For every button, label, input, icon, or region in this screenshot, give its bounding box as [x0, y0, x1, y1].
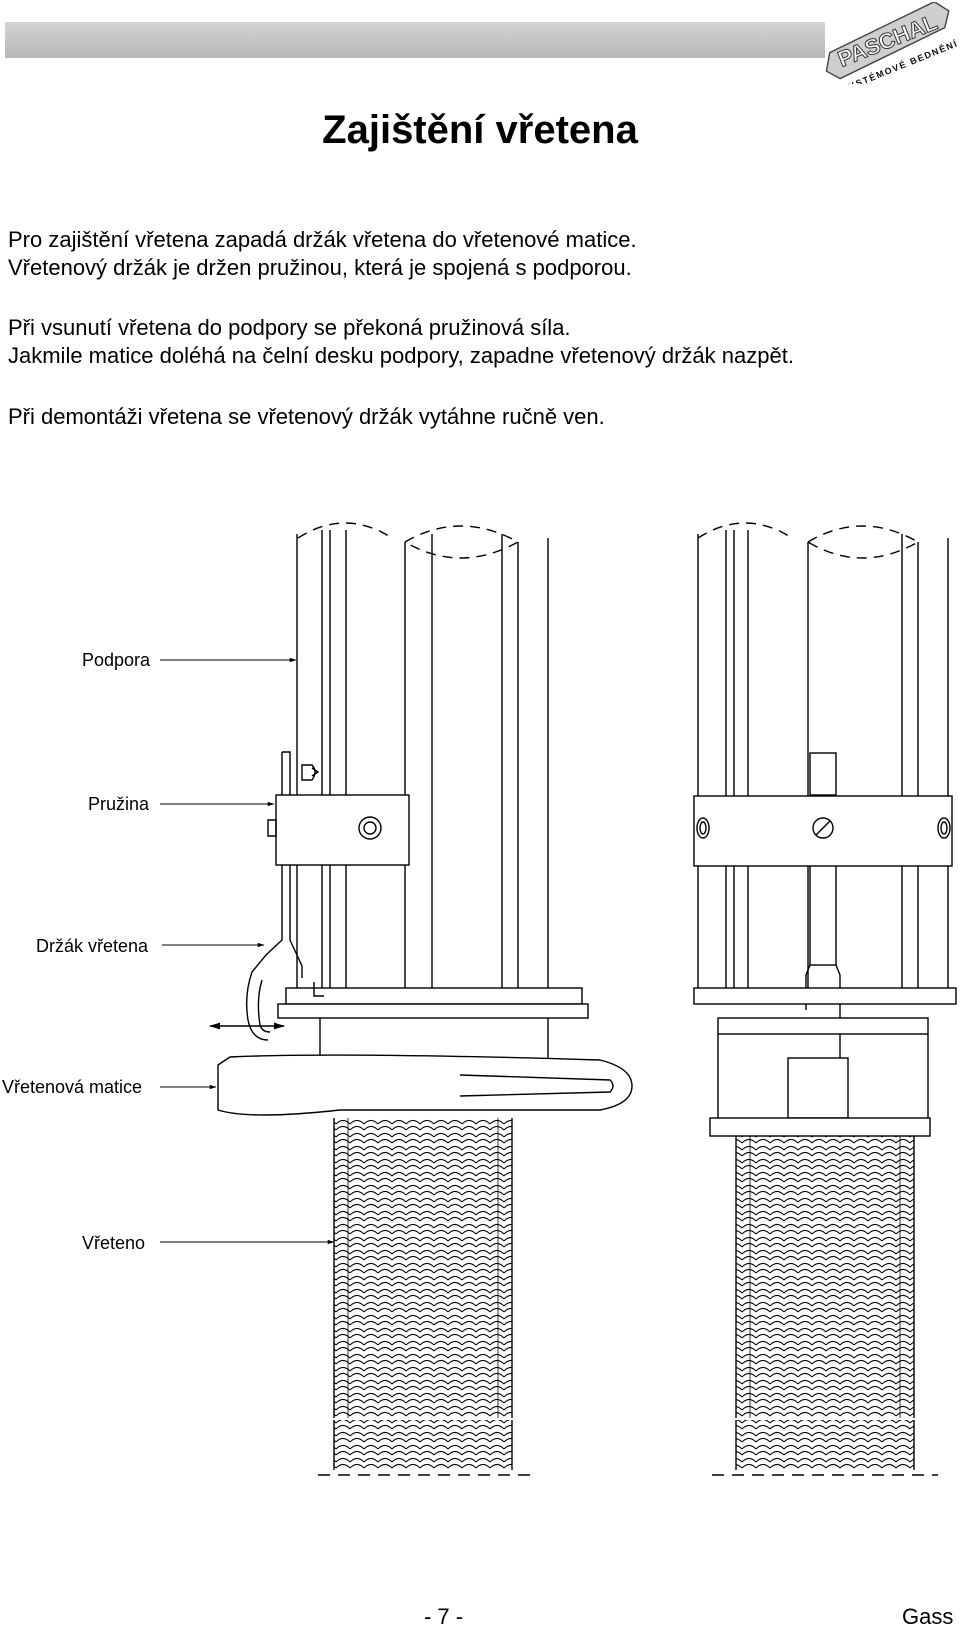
header-bar: [5, 22, 825, 58]
paschal-logo: PASCHAL SYSTÉMOVÉ BEDNĚNÍ: [825, 2, 960, 84]
label-spindle-nut: Vřetenová matice: [2, 1077, 142, 1097]
leader-lines: [160, 657, 335, 1245]
label-spindle: Vřeteno: [82, 1233, 145, 1253]
page-title: Zajištění vřetena: [322, 108, 638, 152]
spindle-lock-diagram: Podpora Pružina Držák vřetena Vřetenová …: [2, 522, 957, 1476]
paragraph-2-text: Při vsunutí vřetena do podpory se překon…: [8, 315, 794, 368]
svg-text:PASCHAL: PASCHAL: [834, 9, 940, 71]
footer-right-text: Gass: [902, 1604, 954, 1629]
paragraph-1: Pro zajištění vřetena zapadá držák vřete…: [8, 226, 637, 282]
paragraph-3: Při demontáži vřetena se vřetenový držák…: [8, 403, 605, 431]
page-number: - 7 -: [423, 1604, 464, 1629]
label-spindle-holder: Držák vřetena: [36, 936, 149, 956]
right-assembly: [693, 522, 957, 1476]
left-assembly: [208, 522, 633, 1476]
label-support: Podpora: [82, 650, 151, 670]
paragraph-1-text: Pro zajištění vřetena zapadá držák vřete…: [8, 227, 637, 280]
label-spring: Pružina: [88, 794, 150, 814]
paragraph-3-text: Při demontáži vřetena se vřetenový držák…: [8, 404, 605, 429]
paragraph-2: Při vsunutí vřetena do podpory se překon…: [8, 314, 794, 370]
